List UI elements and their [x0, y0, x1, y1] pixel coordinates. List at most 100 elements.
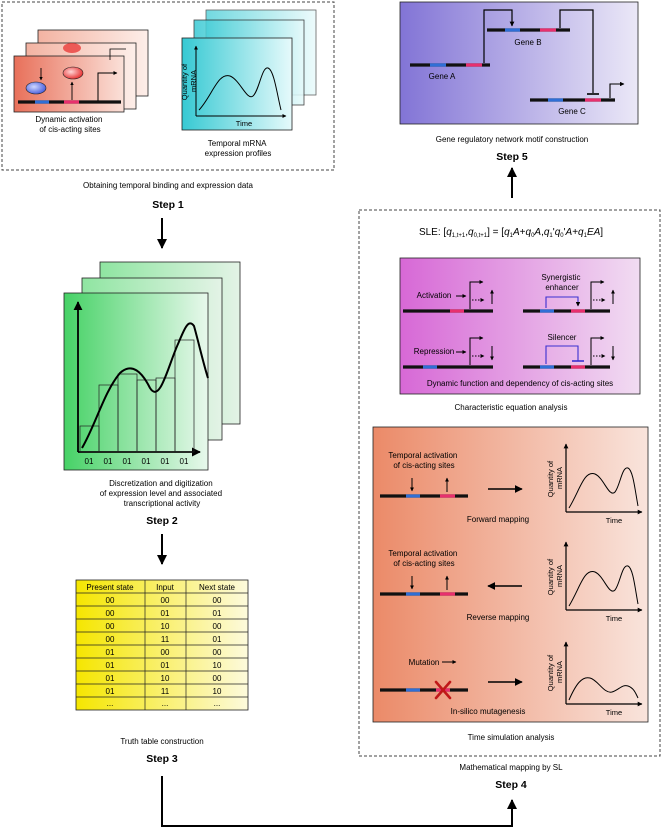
sle-equation: SLE: [q1,t+1,q0,t+1] = [q1A+q0A,q1'q0'A+… [419, 227, 603, 239]
svg-text:00: 00 [161, 648, 170, 657]
profile-y-label: Quantity of mRNA [180, 62, 198, 100]
forward-y-label: Quantity of mRNA [546, 459, 564, 497]
synergy-link [545, 296, 581, 308]
characteristic-section-caption: Characteristic equation analysis [455, 403, 568, 412]
header-input: Input [156, 583, 175, 592]
step3-label: Step 3 [146, 753, 178, 765]
gene-a-label: Gene A [429, 72, 456, 81]
profile-caption: Temporal mRNA expression profiles [205, 139, 272, 158]
svg-text:11: 11 [161, 635, 170, 644]
step4-label: Step 4 [495, 779, 527, 791]
svg-text:00: 00 [213, 648, 222, 657]
digit-label: 01 [104, 457, 113, 466]
reverse-y-label: Quantity of mRNA [546, 557, 564, 595]
silencer-link [545, 345, 579, 364]
digit-label: 01 [161, 457, 170, 466]
svg-text:01: 01 [161, 661, 170, 670]
step1-title: Obtaining temporal binding and expressio… [83, 181, 253, 190]
truth-table: Present state Input Next state 00 00 00 00… [75, 579, 249, 711]
table-row: 01 00 00 [106, 648, 222, 657]
digit-label: 01 [123, 457, 132, 466]
back-card-oval [63, 43, 81, 53]
step5-network: Gene A Gene B Gene C [399, 1, 639, 125]
synergistic-label: Synergistic enhancer [541, 273, 582, 292]
step2-discretization: 01 01 01 01 01 01 [63, 261, 241, 471]
activator-oval [62, 66, 84, 80]
svg-text:10: 10 [213, 661, 222, 670]
svg-text:01: 01 [106, 648, 115, 657]
svg-text:00: 00 [161, 596, 170, 605]
forward-x-label: Time [606, 516, 622, 525]
arrow-step3-to-step4 [161, 776, 517, 827]
svg-text:10: 10 [161, 674, 170, 683]
discrete-curve [81, 322, 209, 449]
step4-title: Mathematical mapping by SL [459, 763, 563, 772]
reverse-activation-label: Temporal activation of cis-acting sites [388, 549, 459, 568]
profile-curve [198, 67, 282, 111]
table-row: 00 01 01 [106, 609, 222, 618]
silencer-tss [590, 336, 605, 365]
svg-text:01: 01 [213, 609, 222, 618]
mutation-label: Mutation [409, 658, 440, 667]
forward-activation-label: Temporal activation of cis-acting sites [388, 451, 459, 470]
discrete-card-front [63, 292, 209, 471]
repressor-oval [25, 81, 47, 95]
characteristic-panel-caption: Dynamic function and dependency of cis-a… [427, 379, 613, 388]
svg-text:00: 00 [106, 622, 115, 631]
step2-caption: Discretization and digitization of expre… [100, 479, 225, 508]
forward-curve [568, 467, 639, 509]
svg-text:...: ... [214, 699, 221, 708]
header-present-state: Present state [86, 583, 134, 592]
svg-text:00: 00 [106, 609, 115, 618]
step5-label: Step 5 [496, 151, 528, 163]
truth-table-header: Present state Input Next state [86, 583, 235, 592]
gene-c-label: Gene C [558, 107, 586, 116]
svg-text:...: ... [107, 699, 114, 708]
digit-label: 01 [180, 457, 189, 466]
svg-text:10: 10 [213, 687, 222, 696]
forward-mapping-label: Forward mapping [467, 515, 529, 524]
profile-x-label: Time [236, 119, 252, 128]
step1-dashed-border [1, 1, 335, 171]
svg-text:01: 01 [161, 609, 170, 618]
reverse-mapping-label: Reverse mapping [467, 613, 530, 622]
table-row: 01 11 10 [106, 687, 222, 696]
svg-text:00: 00 [106, 596, 115, 605]
mutagenesis-curve [568, 677, 639, 701]
mutagenesis-x-label: Time [606, 708, 622, 717]
step1-panel: Dynamic activation of cis-acting sites Q… [1, 1, 335, 171]
step1-label: Step 1 [152, 199, 184, 211]
reverse-curve [568, 565, 639, 607]
svg-text:01: 01 [106, 674, 115, 683]
activation-label: Activation [417, 291, 452, 300]
grn-panel [399, 1, 639, 125]
synergistic-tss [590, 280, 605, 309]
simulation-section-caption: Time simulation analysis [468, 733, 555, 742]
mutagenesis-y-label: Quantity of mRNA [546, 653, 564, 691]
silencer-label: Silencer [548, 333, 577, 342]
table-row: ......... [107, 699, 221, 708]
svg-text:11: 11 [161, 687, 170, 696]
step2-label: Step 2 [146, 515, 178, 527]
header-next-state: Next state [199, 583, 236, 592]
step5-caption: Gene regulatory network motif constructi… [436, 135, 589, 144]
characteristic-panel: Activation Synergistic enhancer Repressi… [399, 257, 641, 395]
repression-tss [469, 336, 484, 365]
simulation-bg [372, 426, 649, 723]
digit-label: 01 [85, 457, 94, 466]
tss-arrow [97, 71, 118, 101]
step4-dashed-border [358, 209, 661, 757]
svg-text:00: 00 [213, 622, 222, 631]
digit-labels: 01 01 01 01 01 01 [85, 457, 189, 466]
profile-card-front [181, 37, 293, 131]
a-activates-b-arrow [483, 9, 515, 63]
characteristic-bg [399, 257, 641, 395]
simulation-panel: Temporal activation of cis-acting sites … [372, 426, 649, 723]
svg-text:01: 01 [106, 687, 115, 696]
svg-text:00: 00 [106, 635, 115, 644]
